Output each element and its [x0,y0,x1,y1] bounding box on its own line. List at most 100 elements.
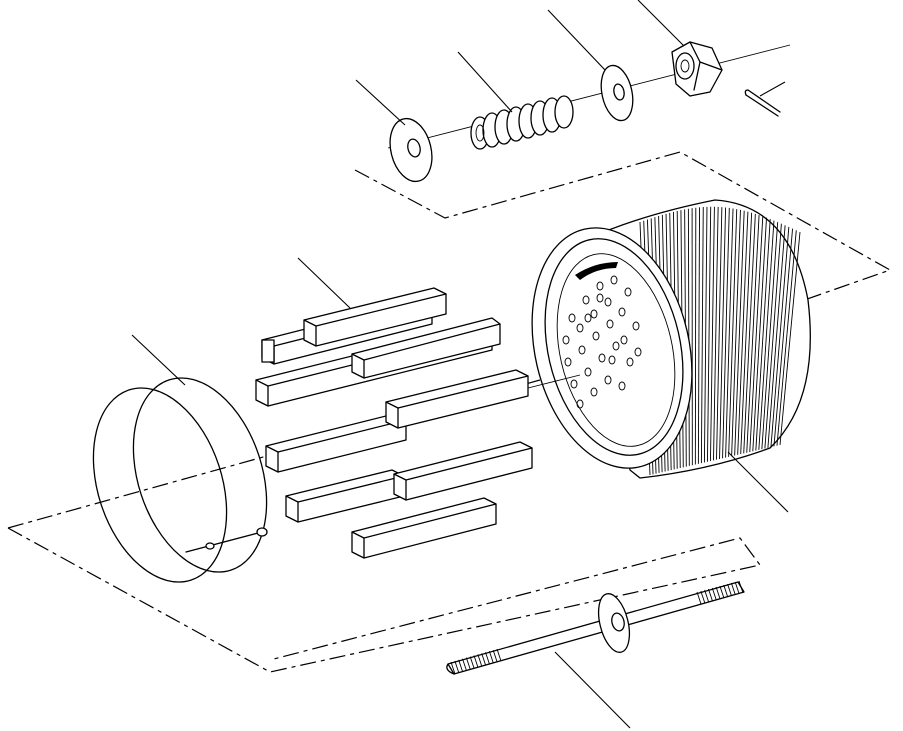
pleat-line [697,207,700,464]
pleat-line [725,208,734,458]
leader-line [759,81,786,97]
filter-perforations [562,275,642,409]
perforation-hole [604,375,612,385]
perforation-hole [626,357,634,367]
magnet-bars [255,287,533,559]
thread-mark [477,654,483,667]
leader-line [554,651,631,729]
upper-axis-line [387,44,791,149]
perforation-hole [606,319,614,329]
pleat-line [731,209,741,457]
perforation-hole [618,381,626,391]
perforation-hole [582,295,590,305]
cotter-pin [744,89,781,117]
pleat-line [776,230,797,446]
pleat-line [737,211,749,455]
pleat-line [713,206,719,461]
tie-rod [446,580,745,675]
filter-element [519,199,811,479]
thread-mark [469,656,475,669]
pleat-line [770,226,790,448]
pleat-line [728,209,738,457]
thread-mark [734,581,740,595]
pleat-line [755,219,771,451]
thread-mark [708,588,713,602]
perforation-hole [596,293,604,303]
pleat-line [773,228,794,447]
thread-mark [715,586,721,600]
perforation-hole [610,275,618,285]
perforation-hole [578,345,586,355]
magnet-bar [255,317,501,407]
perforation-hole [590,387,598,397]
pleat-line [752,217,767,452]
thread-mark [492,649,498,663]
perforation-hole [576,399,584,409]
thread-mark [719,585,725,599]
washer-left [389,117,433,183]
leader-lines [131,0,789,729]
thread-mark [723,584,729,598]
thread-mark [704,589,710,603]
thread-mark [696,591,702,605]
thread-mark [727,583,732,597]
pleat-line [764,223,782,449]
thread-mark [711,587,717,601]
thread-mark [481,653,487,666]
leader-line [131,334,186,386]
thread-mark [730,582,736,596]
magnet-bar [285,441,533,523]
magnet-bar [265,369,529,473]
thread-mark [485,652,490,665]
pleat-line [749,216,764,453]
pleat-line [758,220,775,450]
pleat-line [779,231,801,446]
perforation-hole [562,335,570,345]
perforation-hole [592,331,600,341]
perforation-hole [612,341,620,351]
pleat-line [722,207,730,459]
leader-line [727,451,789,513]
perforation-hole [618,307,626,317]
perforation-hole [584,367,592,377]
leader-line [355,79,406,126]
perforation-hole [576,323,584,333]
perforation-hole [634,347,642,357]
pleat-line [710,206,715,462]
pleat-line [761,222,779,450]
perforation-hole [598,353,606,363]
retaining-band [92,377,268,583]
pleat-line [767,225,786,448]
perforation-hole [590,309,598,319]
nut [671,41,723,97]
perforation-hole [620,335,628,345]
perforation-hole [584,313,592,323]
perforation-hole [596,281,604,291]
pleat-line [703,206,708,463]
leader-line [547,9,606,71]
pleat-line [719,207,727,459]
thread-mark [473,655,479,668]
perforation-hole [604,297,612,307]
perforation-hole [624,287,632,297]
thread-mark [465,657,471,670]
spring [470,95,574,150]
perforation-hole [564,357,572,367]
perforation-hole [568,313,576,323]
pleat-line [743,213,756,454]
thread-mark [496,648,502,662]
magnet-bar [303,287,447,347]
leader-line [297,257,351,309]
pleat-line [746,215,760,453]
thread-right [696,580,744,605]
thread-mark [700,590,706,604]
upper-group-outline [354,151,892,306]
pleat-line [740,212,753,455]
leader-line [457,51,513,113]
pleat-line [734,210,745,456]
perforation-hole [632,321,640,331]
magnet-bar [351,497,497,559]
thread-mark [462,658,467,671]
perforation-hole [570,379,578,389]
